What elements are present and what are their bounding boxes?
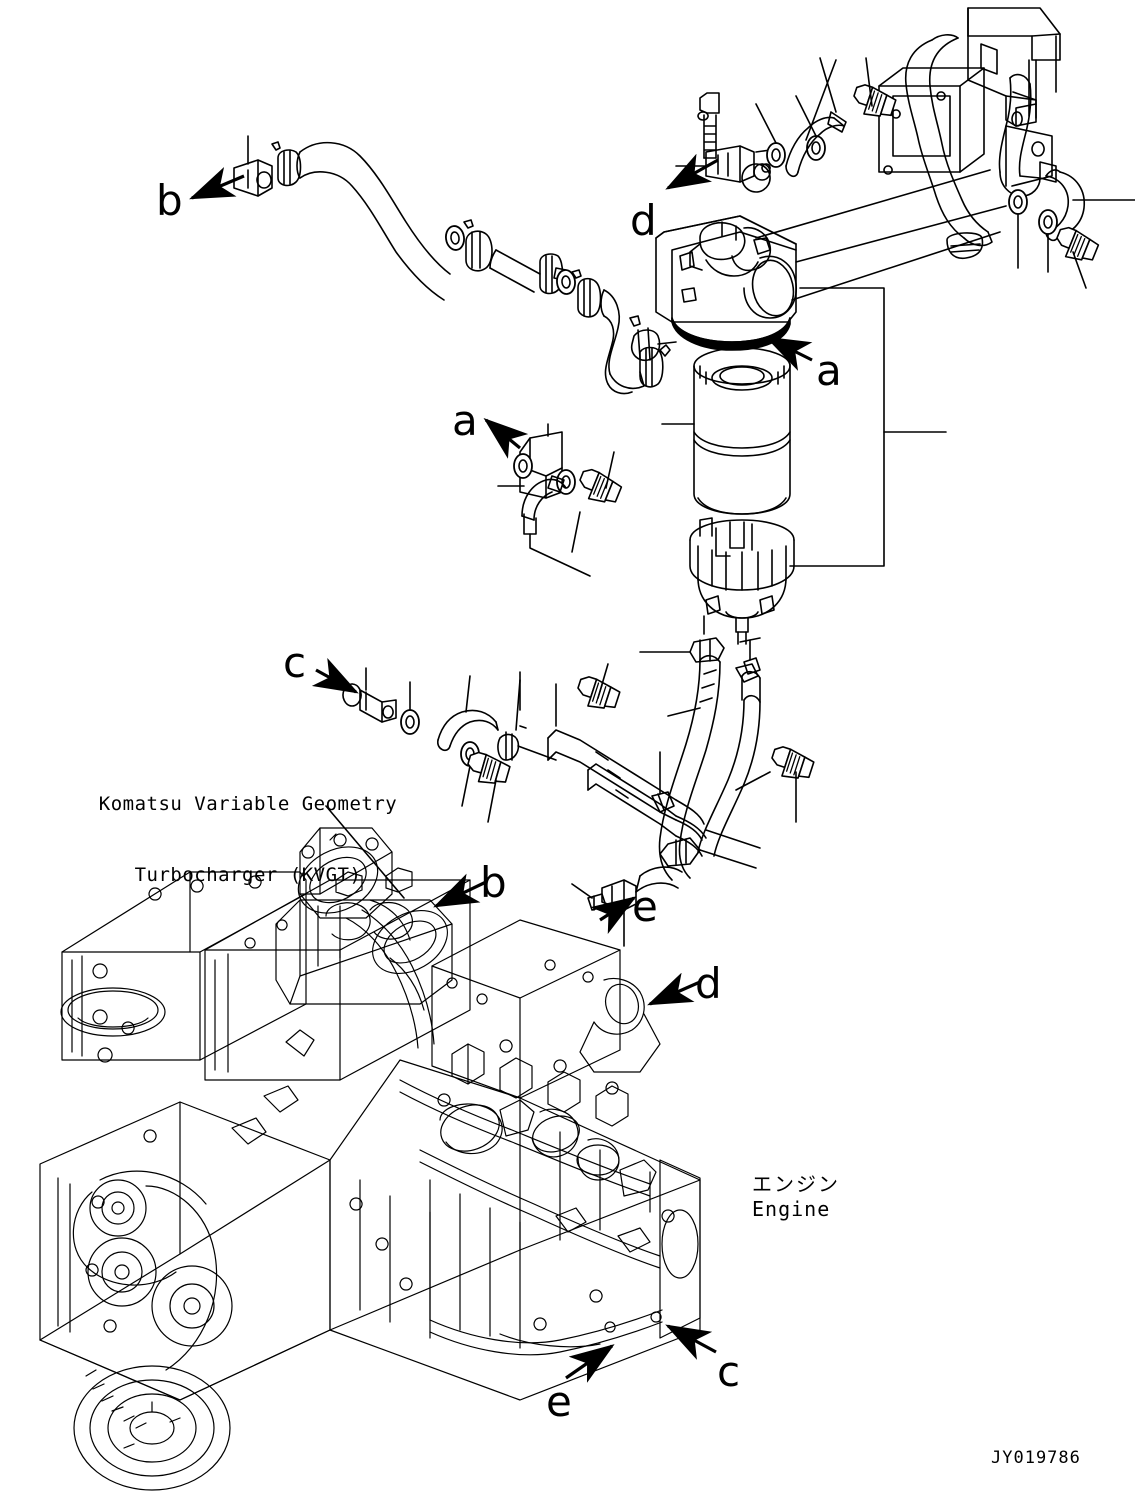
elbow-joint-assembly (342, 663, 623, 823)
fuel-filter-assembly (629, 169, 1007, 645)
arrow-c-joint (311, 657, 359, 694)
callout-d-top-center: d (630, 196, 657, 245)
arrow-b-engine (433, 873, 487, 908)
arrow-a-filter-head (765, 336, 813, 371)
callout-e-engine-lower: e (546, 1377, 572, 1426)
engine-label-english: Engine (752, 1197, 831, 1221)
callout-c-joint: c (283, 638, 307, 687)
callout-arrows (189, 153, 813, 1383)
callout-c-engine-lower: c (717, 1347, 741, 1396)
arrow-d-top-center (665, 153, 719, 190)
callout-a-filter-head: a (816, 346, 842, 395)
callout-b-engine: b (480, 858, 507, 907)
arrow-c-engine-lower (665, 1324, 717, 1360)
arrow-e-hose (590, 896, 637, 935)
fuel-supply-hose (233, 135, 671, 395)
top-right-bracket-assembly (878, 7, 1135, 289)
fuel-tube-bundle (547, 615, 817, 947)
engine-label-japanese: エンジン (752, 1172, 840, 1196)
engine-body (39, 827, 701, 1491)
engine-leaders (325, 805, 405, 899)
callout-d-engine: d (695, 959, 722, 1008)
arrow-b-top-left (189, 167, 245, 200)
callout-a-bracket: a (452, 396, 478, 445)
arrow-e-engine-lower (565, 1344, 615, 1383)
kvgt-note-line1: Komatsu Variable Geometry (98, 792, 398, 815)
arrow-a-bracket (483, 417, 529, 459)
mounting-bracket-hardware (497, 423, 625, 577)
engine-label: エンジン Engine (752, 1168, 840, 1221)
callout-b-top-left: b (156, 176, 183, 225)
kvgt-note: Komatsu Variable Geometry Turbocharger (… (88, 745, 408, 935)
upper-center-hardware (675, 57, 899, 193)
drawing-number: JY019786 (991, 1448, 1081, 1468)
arrow-d-engine (647, 972, 701, 1006)
kvgt-note-line2: Turbocharger (KVGT) (134, 863, 362, 886)
callout-e-hose: e (632, 882, 658, 931)
